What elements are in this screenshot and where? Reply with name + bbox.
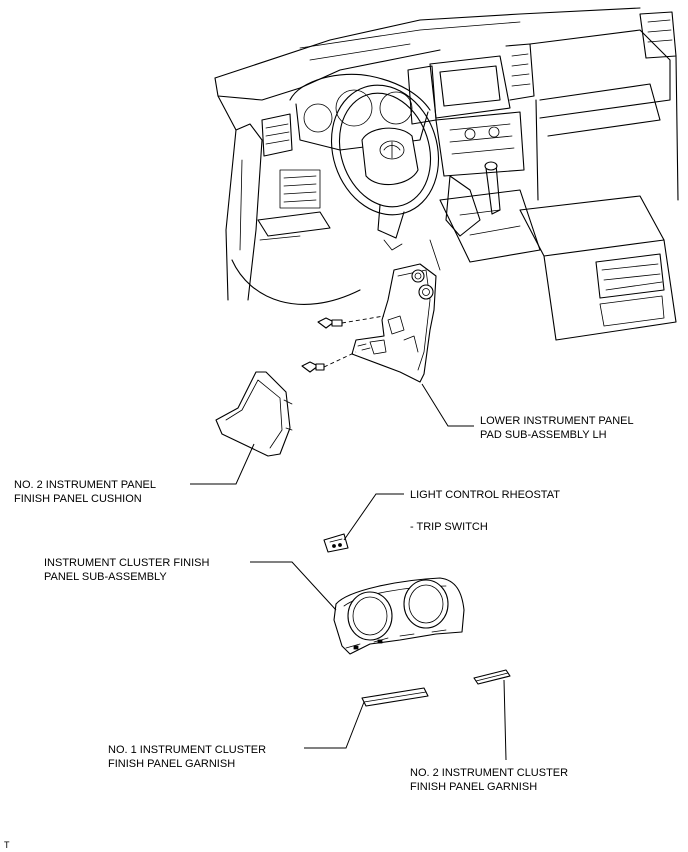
label-garnish2-line1: NO. 2 INSTRUMENT CLUSTER	[410, 767, 568, 779]
finish-panel-cushion	[215, 371, 293, 457]
label-cushion-line1: NO. 2 INSTRUMENT PANEL	[14, 479, 156, 491]
label-garnish1: NO. 1 INSTRUMENT CLUSTER FINISH PANEL GAR…	[108, 744, 266, 770]
no2-cluster-garnish	[473, 669, 511, 685]
light-control-rheostat	[323, 533, 349, 553]
leader-garnish2	[503, 679, 507, 761]
leader-garnish1	[304, 701, 365, 749]
leader-cushion	[190, 443, 255, 485]
label-cluster: INSTRUMENT CLUSTER FINISH PANEL SUB-ASSEM…	[44, 557, 209, 583]
label-lower-pad-line1: LOWER INSTRUMENT PANEL	[480, 415, 634, 427]
leader-rheostat	[343, 493, 404, 541]
no1-cluster-garnish	[361, 687, 429, 707]
label-garnish1-line2: FINISH PANEL GARNISH	[108, 758, 235, 770]
label-cushion-line2: FINISH PANEL CUSHION	[14, 493, 142, 505]
lower-instrument-panel-pad	[351, 263, 437, 383]
label-lower-pad-line2: PAD SUB-ASSEMBLY LH	[480, 429, 607, 441]
leader-cluster	[250, 561, 337, 611]
label-lower-pad: LOWER INSTRUMENT PANEL PAD SUB-ASSEMBLY L…	[480, 415, 634, 441]
corner-mark: T	[4, 840, 10, 850]
clip-lower	[301, 351, 357, 373]
label-cluster-line1: INSTRUMENT CLUSTER FINISH	[44, 557, 209, 569]
clip-upper	[317, 315, 385, 329]
instrument-cluster-finish-panel	[333, 577, 465, 655]
label-cushion: NO. 2 INSTRUMENT PANEL FINISH PANEL CUSHI…	[14, 479, 156, 505]
label-cluster-line2: PANEL SUB-ASSEMBLY	[44, 571, 167, 583]
label-garnish2: NO. 2 INSTRUMENT CLUSTER FINISH PANEL GAR…	[410, 767, 568, 793]
label-rheostat: LIGHT CONTROL RHEOSTAT	[410, 489, 560, 501]
label-garnish2-line2: FINISH PANEL GARNISH	[410, 781, 537, 793]
dashboard-illustration	[214, 7, 679, 341]
leader-lower-pad	[421, 383, 474, 427]
label-trip-switch: - TRIP SWITCH	[410, 521, 488, 533]
label-garnish1-line1: NO. 1 INSTRUMENT CLUSTER	[108, 744, 266, 756]
